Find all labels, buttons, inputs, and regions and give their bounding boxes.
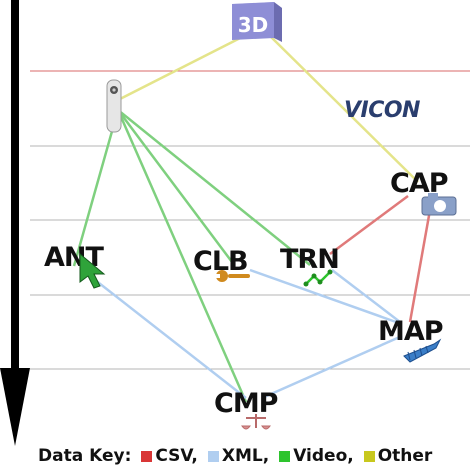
legend-label-video: Video, [293,446,354,466]
edge-video-camera-clb [117,109,233,263]
edge-xml-ant-cmp [89,275,247,399]
edge-video-camera-trn [117,109,311,266]
edge-video-camera-ant [72,109,120,267]
cube-right-face [274,2,282,42]
vicon-logo: VICON [344,98,420,123]
node-3d: 3D [232,2,282,42]
timeline-arrow-shaft [11,0,19,395]
legend-title: Data Key: [38,446,132,466]
cube-front-face [232,2,274,40]
wrench-icon [214,270,250,282]
legend-swatch-other [363,450,375,462]
node-cap-label: CAP [390,168,448,199]
edge-csv-cap-map [408,209,432,323]
data-key-legend: Data Key: CSV, XML, Video, Other [38,446,432,466]
node-cmp-label: CMP [214,388,278,419]
cursor-arrow-icon [79,252,106,289]
legend-swatch-xml [207,450,219,462]
legend-label-csv: CSV, [155,446,198,466]
node-ant: ANT [44,242,106,289]
balance-scale-icon [241,414,271,430]
legend-swatch-video [279,450,291,462]
node-cap: CAP [390,168,457,216]
timeline-arrow-head [0,368,30,446]
edge-xml-clb-map [249,268,397,324]
camera-icon [421,193,457,216]
node-clb: CLB [193,246,250,282]
legend-swatch-csv [141,450,153,462]
edge-video-camera-cmp [116,109,248,403]
edge-other-3d-camera [117,30,253,102]
node-cmp: CMP [214,388,279,430]
edge-other-3d-cap [267,33,419,183]
node-map-label: MAP [378,316,443,347]
node-trn: TRN [280,244,340,287]
legend-label-xml: XML, [221,446,270,466]
map-arrow-icon [403,338,442,363]
handheld-camera-icon [106,79,122,133]
edge-xml-cmp-map [261,334,403,400]
graph-line-icon [305,271,331,285]
edge-csv-cap-trn [329,194,409,256]
node-3d-label: 3D [238,13,269,37]
legend-label-other: Other [377,446,433,466]
edge-xml-trn-map [331,269,401,323]
node-map: MAP [378,316,444,363]
